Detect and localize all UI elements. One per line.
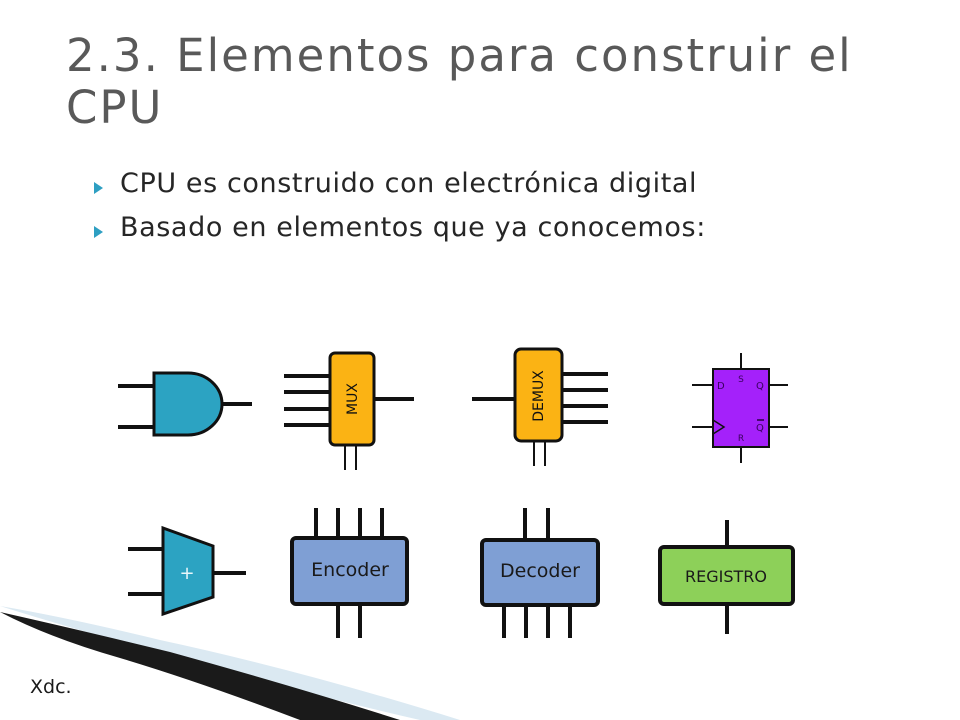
decoder-block: Decoder — [480, 508, 600, 638]
mux-block: MUX — [284, 351, 414, 470]
flipflop-q-label: Q — [756, 381, 764, 392]
encoder-label: Encoder — [311, 559, 389, 581]
register-label: REGISTRO — [685, 567, 767, 586]
flipflop-r-label: R — [738, 434, 744, 444]
adder-label: + — [179, 563, 194, 584]
flipflop-qbar-label: Q — [756, 423, 764, 434]
demux-block: DEMUX — [472, 347, 608, 466]
footer-note: Xdc. — [30, 676, 72, 698]
and-gate — [118, 371, 252, 437]
encoder-block: Encoder — [290, 508, 409, 638]
flip-flop: S D Q Q R — [692, 353, 788, 463]
bullet-text: CPU es construido con electrónica digita… — [120, 168, 698, 199]
demux-label: DEMUX — [531, 370, 547, 422]
register-block: REGISTRO — [658, 520, 795, 634]
bullet-arrow-icon — [94, 182, 103, 194]
bullet-text: Basado en elementos que ya conocemos: — [120, 212, 706, 243]
adder-block: + — [128, 525, 246, 617]
mux-label: MUX — [345, 383, 361, 415]
decorative-swoosh — [0, 606, 460, 720]
flipflop-d-label: D — [717, 381, 725, 392]
bullet-item: CPU es construido con electrónica digita… — [90, 168, 706, 212]
bullet-item: Basado en elementos que ya conocemos: — [90, 212, 706, 256]
decoder-label: Decoder — [500, 560, 580, 582]
flipflop-s-label: S — [738, 375, 744, 385]
bullet-list: CPU es construido con electrónica digita… — [90, 168, 706, 256]
bullet-arrow-icon — [94, 226, 103, 238]
slide-title: 2.3. Elementos para construir el CPU — [66, 29, 853, 134]
